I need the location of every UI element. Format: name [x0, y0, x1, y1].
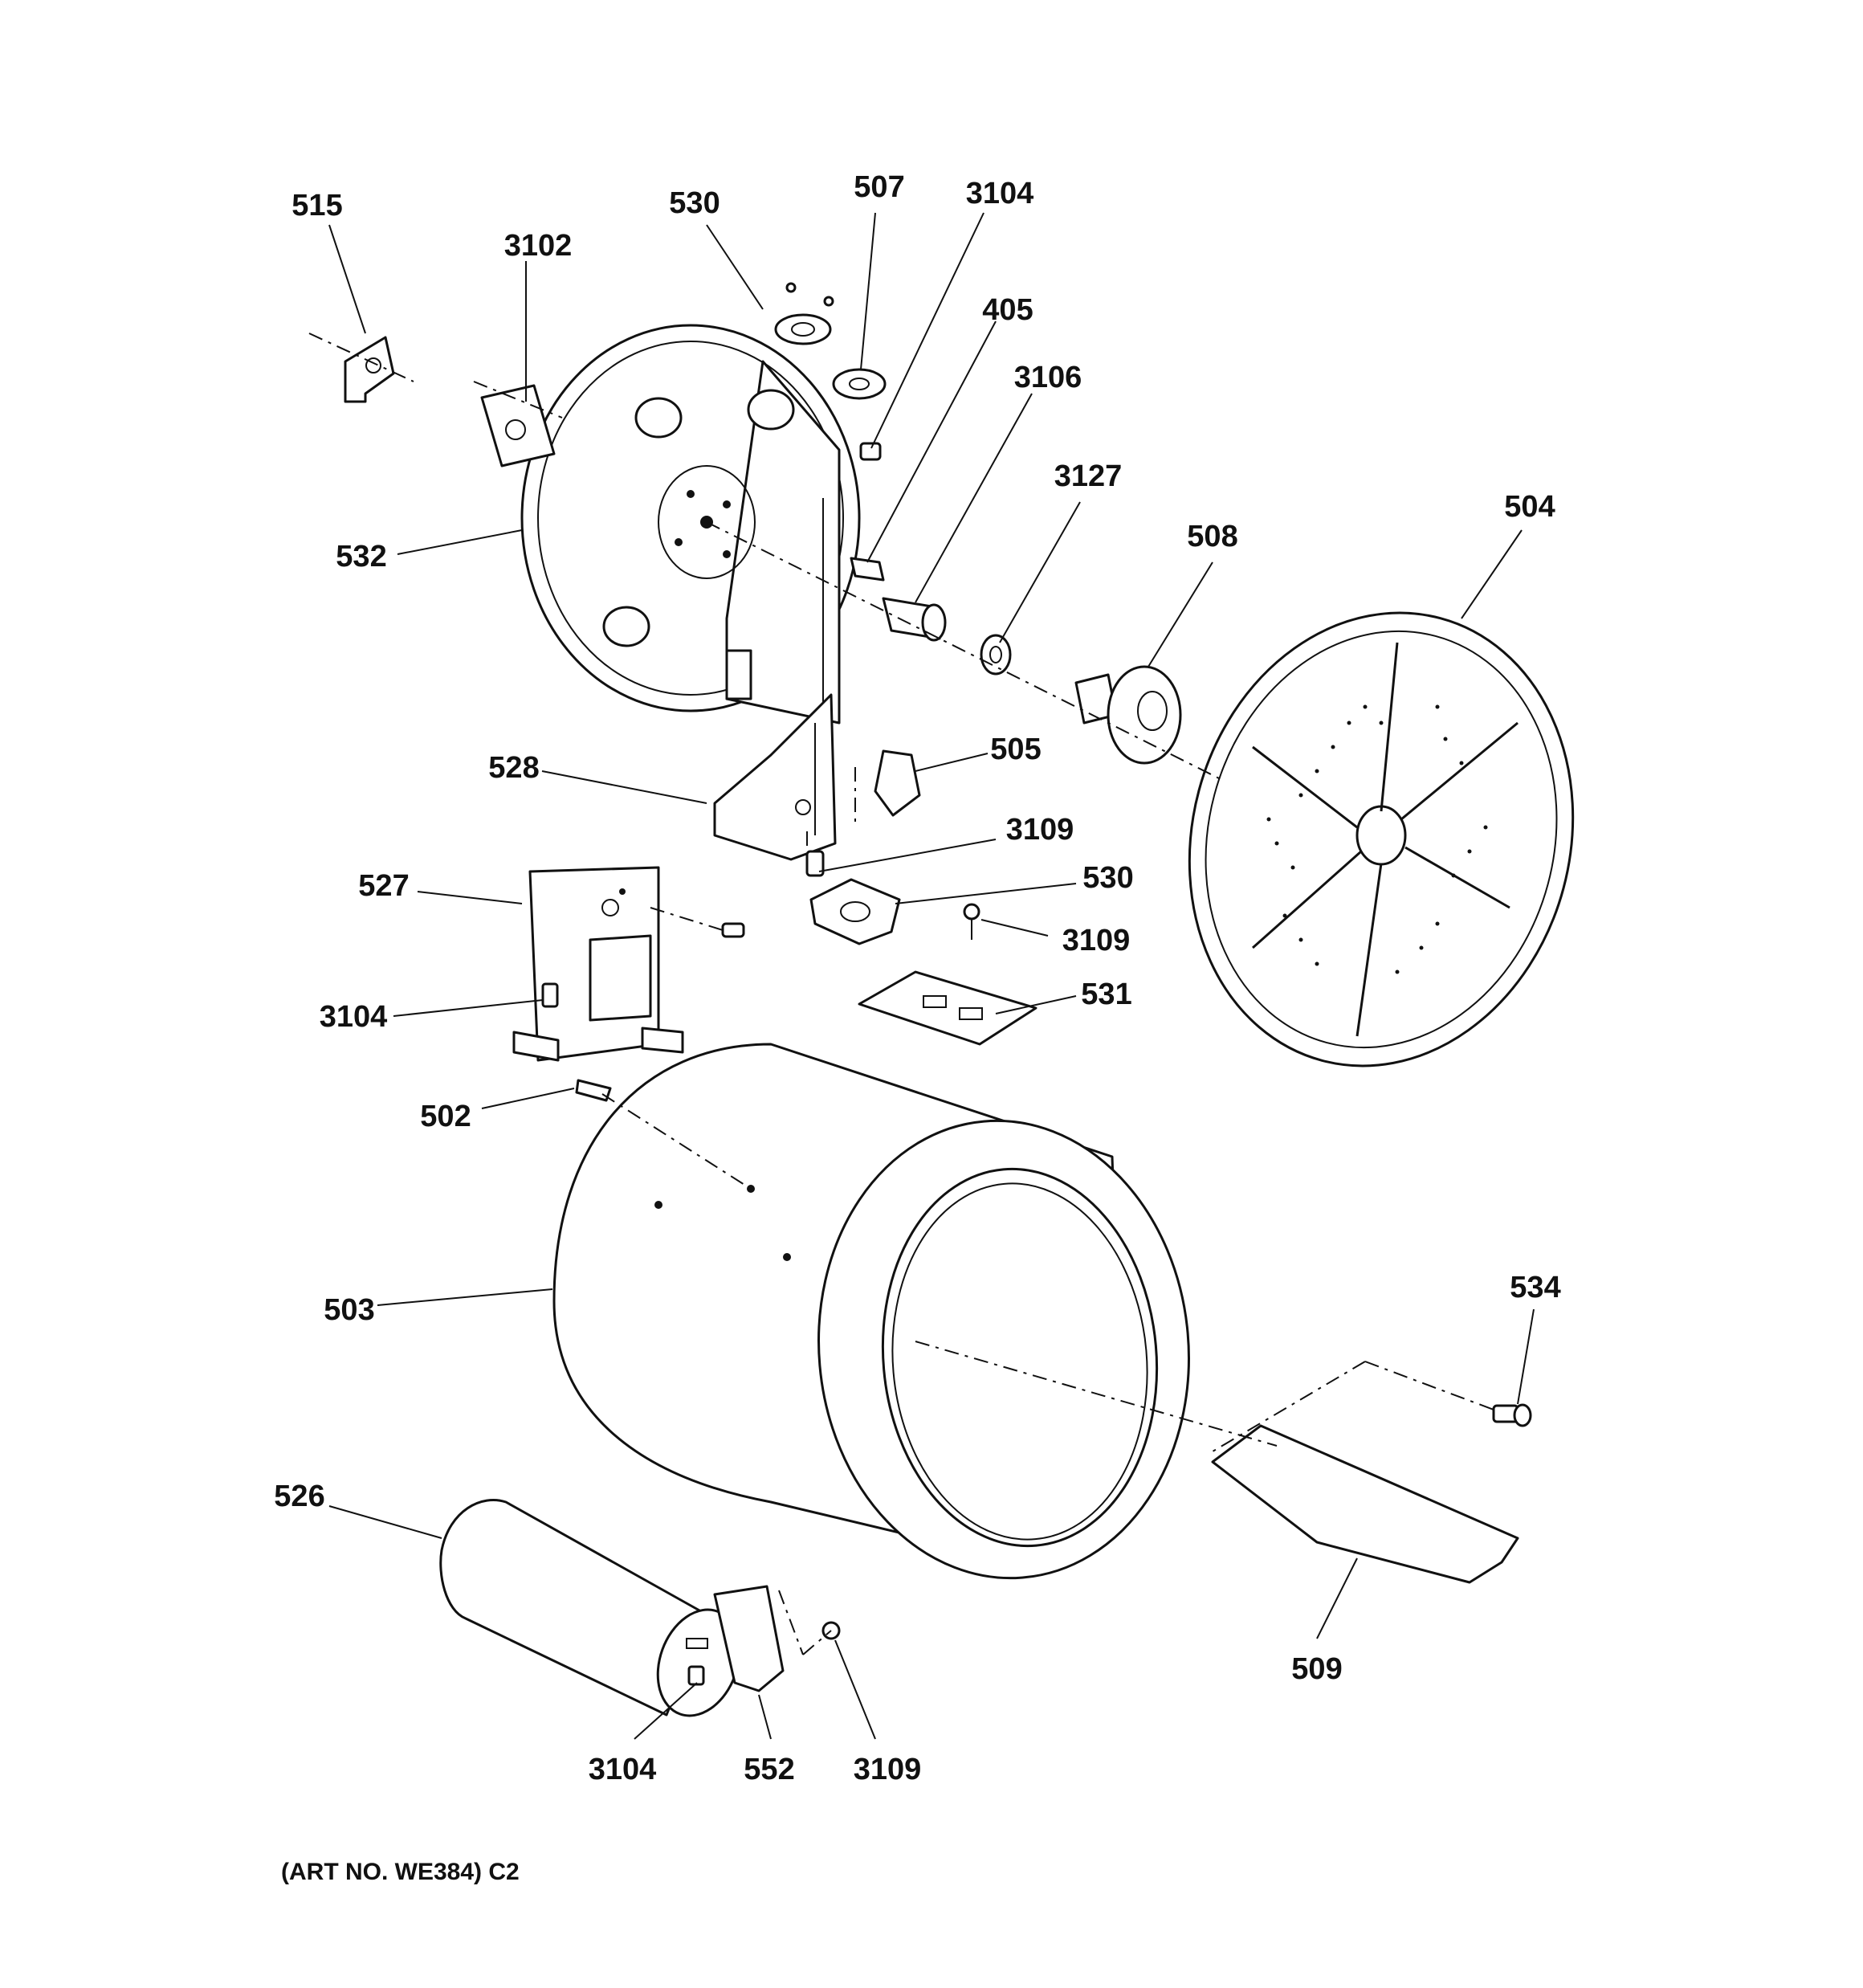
callout-3104-bot: 3104 — [589, 1753, 657, 1786]
bracket-part-552 — [713, 1585, 785, 1692]
screw-part-3109-b — [963, 903, 980, 940]
art-number: (ART NO. WE384) C2 — [281, 1859, 520, 1885]
callout-3102: 3102 — [504, 229, 573, 263]
callout-530-mid: 530 — [1082, 861, 1133, 895]
callout-507: 507 — [854, 170, 904, 204]
bearing-plate-part-530-top — [774, 282, 834, 345]
callout-3106: 3106 — [1014, 361, 1082, 394]
drum-wheel-part-504 — [1188, 611, 1575, 1067]
screw-part-527-side — [721, 922, 745, 938]
heater-part-526 — [439, 1499, 741, 1717]
callout-502: 502 — [420, 1100, 471, 1133]
screw-part-3104-top — [859, 442, 882, 461]
screw-part-3109-a — [805, 850, 825, 877]
callout-528: 528 — [488, 751, 539, 785]
washer-part-3127 — [980, 634, 1012, 676]
callout-505: 505 — [990, 733, 1041, 766]
callout-503: 503 — [324, 1293, 374, 1327]
bearing-part-530-mid — [809, 878, 901, 945]
callout-532: 532 — [336, 540, 386, 574]
leader-lines — [328, 212, 1535, 1740]
callout-3109-b: 3109 — [1062, 924, 1131, 957]
bearing-part-507 — [832, 368, 887, 400]
callout-3104-top: 3104 — [966, 177, 1034, 210]
callout-3109-bot: 3109 — [854, 1753, 922, 1786]
callout-530-top: 530 — [669, 186, 720, 220]
gasket-part-505 — [874, 749, 921, 817]
screw-part-3104-mid — [541, 982, 559, 1008]
baffle-part-509 — [1211, 1424, 1519, 1584]
support-bracket-part-527 — [512, 866, 684, 1062]
drum-part-503 — [552, 1043, 1190, 1580]
shaft-part-508 — [1074, 665, 1182, 765]
bracket-part-3102 — [480, 384, 556, 467]
callout-3104-mid: 3104 — [320, 1000, 388, 1034]
callout-509: 509 — [1291, 1652, 1342, 1686]
screw-part-502 — [575, 1079, 612, 1102]
callout-534: 534 — [1510, 1271, 1560, 1304]
clip-part-515 — [344, 336, 395, 403]
screw-part-534 — [1492, 1403, 1532, 1427]
screw-part-3104-bot — [687, 1665, 705, 1686]
callout-527: 527 — [358, 869, 409, 903]
rear-bulkhead-part-532 — [520, 324, 861, 725]
callout-531: 531 — [1081, 978, 1131, 1011]
callout-504: 504 — [1504, 490, 1555, 524]
bushing-part-3106 — [882, 597, 947, 642]
callout-405: 405 — [982, 293, 1033, 327]
callout-508: 508 — [1187, 520, 1237, 553]
bracket-part-528 — [713, 693, 837, 861]
callout-552: 552 — [744, 1753, 794, 1786]
callout-515: 515 — [291, 189, 342, 222]
bolt-part-405 — [850, 557, 885, 582]
callout-3127: 3127 — [1054, 459, 1123, 493]
callout-526: 526 — [274, 1480, 324, 1513]
callout-3109-a: 3109 — [1006, 813, 1074, 847]
mounting-plate-part-531 — [858, 970, 1037, 1046]
assembly-center-lines — [308, 333, 1494, 1655]
